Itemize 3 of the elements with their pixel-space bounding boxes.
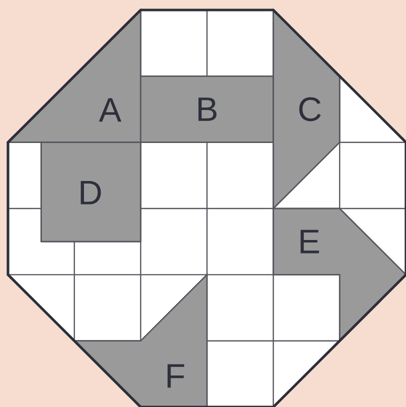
shaded-region: B xyxy=(140,75,274,144)
shaded-region: E xyxy=(272,208,406,343)
shaded-region: D xyxy=(40,142,142,242)
